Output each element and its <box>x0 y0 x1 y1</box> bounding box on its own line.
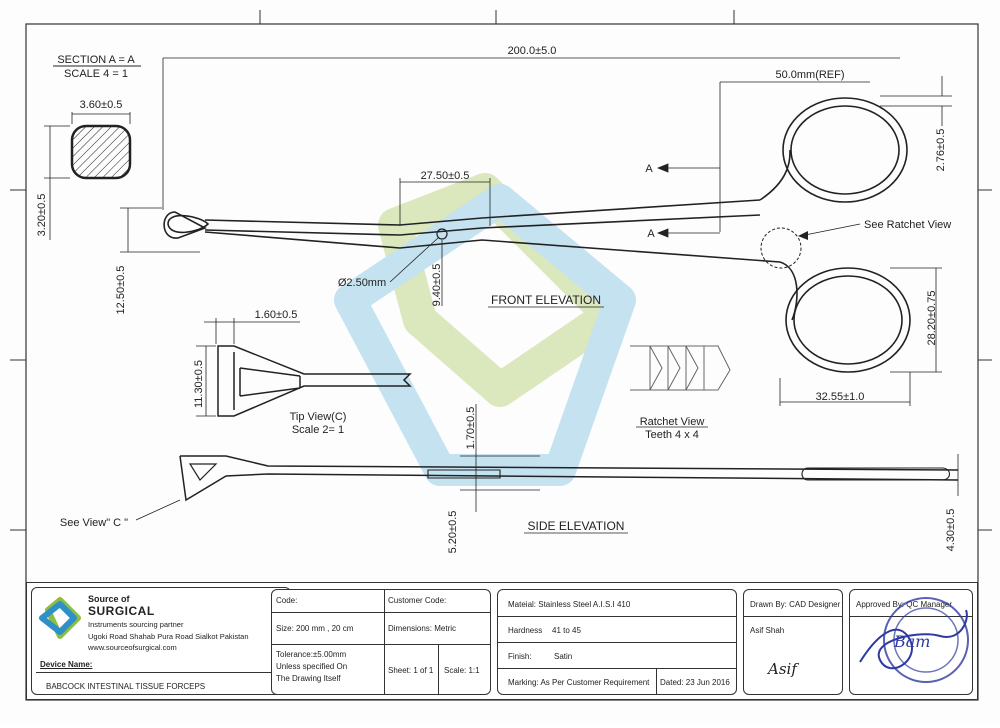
watermark-logo <box>334 173 636 486</box>
section-title: SECTION A = A <box>57 54 135 66</box>
tolerance-line-3: The Drawing Itself <box>276 674 341 683</box>
dim-section-height: 3.20±0.5 <box>36 194 48 237</box>
brand-line-2: SURGICAL <box>88 604 155 618</box>
ratchet-teeth-label: Teeth 4 x 4 <box>645 429 699 441</box>
tip-view-shape <box>217 345 412 417</box>
tip-view-label: Tip View(C) <box>290 411 347 423</box>
ratchet-leader-arrow <box>798 231 808 240</box>
hardness-value: 41 to 45 <box>552 626 581 635</box>
ring-offset-dimension <box>880 76 952 126</box>
section-label-a-bottom: A <box>647 228 655 240</box>
qc-stamp-icon <box>859 597 969 683</box>
see-ratchet-view-label: See Ratchet View <box>864 219 951 231</box>
see-view-c-label: See View" C " <box>60 517 128 529</box>
dim-tip-width: 1.60±0.5 <box>255 309 298 321</box>
side-elevation-title: SIDE ELEVATION <box>528 519 625 533</box>
dim-tip-height-2: 11.30±0.5 <box>193 360 205 408</box>
tip-width-dimension <box>204 318 300 344</box>
material-divider-3 <box>498 668 736 669</box>
material-divider-1 <box>498 616 736 617</box>
drawn-by-label: Drawn By: CAD Designer <box>750 600 841 609</box>
customer-code-label: Customer Code: <box>388 596 447 605</box>
section-shape <box>70 124 132 180</box>
sheet-value: Sheet: 1 of 1 <box>388 666 434 675</box>
ring-dimension-lines <box>779 267 942 406</box>
size-value: Size: 200 mm , 20 cm <box>276 624 354 633</box>
dim-thickness: 1.70±0.5 <box>465 407 477 450</box>
dim-tip-height: 12.50±0.5 <box>115 266 127 315</box>
approved-signature: Bam <box>894 632 931 651</box>
code-label: Code: <box>276 596 298 605</box>
ratchet-view-shape <box>630 345 731 391</box>
tolerance-line-2: Unless specified On <box>276 662 348 671</box>
tip-height-dim-lines <box>196 345 216 417</box>
brand-line-1: Source of <box>88 594 130 604</box>
dim-section-width: 3.60±0.5 <box>80 99 123 111</box>
spec-box: Code: Customer Code: Size: 200 mm , 20 c… <box>271 589 491 695</box>
front-elevation-title: FRONT ELEVATION <box>491 293 601 307</box>
drawing-border <box>25 23 979 701</box>
overall-dimension-lines <box>162 57 900 232</box>
material-box: Mateial: Stainless Steel A.I.S.I 410 Har… <box>497 589 737 695</box>
dated-divider <box>656 668 657 694</box>
finish-value: Satin <box>554 652 573 661</box>
forceps-front-view <box>163 97 911 373</box>
spec-divider-1 <box>272 612 490 613</box>
dim-hole-diameter: Ø2.50mm <box>338 277 386 289</box>
dim-ring-offset: 2.76±0.5 <box>935 129 947 172</box>
hardness-label: Hardness <box>508 626 543 635</box>
dim-side-left: 5.20±0.5 <box>447 511 459 554</box>
dated-value: Dated: 23 Jun 2016 <box>660 678 730 687</box>
side-dimension-lines <box>460 404 959 512</box>
marking-value: Marking: As Per Customer Requirement <box>508 678 650 687</box>
approved-divider <box>850 616 972 617</box>
ratchet-leader <box>799 223 861 237</box>
drawn-by-box: Drawn By: CAD Designer Asif Shah Asif <box>743 589 843 695</box>
tagline: Instruments sourcing partner <box>88 620 184 629</box>
spec-divider-2 <box>272 644 490 645</box>
drawn-divider <box>744 616 842 617</box>
material-value: Mateial: Stainless Steel A.I.S.I 410 <box>508 600 631 609</box>
drawn-by-signature: Asif <box>768 660 797 678</box>
section-label-a-top: A <box>645 163 653 175</box>
dim-pivot: 9.40±0.5 <box>431 264 443 307</box>
device-name: BABCOCK INTESTINAL TISSUE FORCEPS <box>46 682 206 691</box>
tip-height-dimension <box>120 207 200 253</box>
finish-label: Finish: <box>508 652 532 661</box>
dim-reference: 50.0mm(REF) <box>775 69 844 81</box>
address: Ugoki Road Shahab Pura Road Sialkot Paki… <box>88 632 249 641</box>
view-c-leader <box>135 499 181 521</box>
company-logo-icon <box>39 597 81 639</box>
company-box: Source of SURGICAL Instruments sourcing … <box>31 587 291 695</box>
section-arrows <box>656 163 720 238</box>
border-ticks <box>10 10 992 531</box>
website-link[interactable]: www.sourceofsurgical.com <box>88 643 177 652</box>
dim-overall-length: 200.0±5.0 <box>508 45 557 57</box>
dim-ring-height: 28.20±0.75 <box>926 291 938 346</box>
drawn-by-name: Asif Shah <box>750 626 785 635</box>
scale-value: Scale: 1:1 <box>444 666 480 675</box>
dimensions-value: Dimensions: Metric <box>388 624 457 633</box>
jaw-dimension-lines <box>399 178 491 226</box>
ratchet-view-label: Ratchet View <box>640 416 705 428</box>
dim-ring-width: 32.55±1.0 <box>816 391 865 403</box>
device-divider <box>36 672 286 673</box>
hole-leader <box>389 237 439 283</box>
tolerance-line-1: Tolerance:±5.00mm <box>276 650 347 659</box>
material-divider-2 <box>498 642 736 643</box>
title-block: Source of SURGICAL Instruments sourcing … <box>26 582 978 700</box>
spec-divider-v <box>384 590 385 694</box>
sheet-divider <box>438 644 439 694</box>
dim-side-right: 4.30±0.5 <box>945 509 957 552</box>
approved-by-box: Approved By: QC Manager Bam <box>849 589 973 695</box>
dim-jaw-length: 27.50±0.5 <box>421 170 470 182</box>
tip-view-scale: Scale 2= 1 <box>292 424 344 436</box>
device-name-label: Device Name: <box>40 660 93 669</box>
section-dimension-lines <box>44 112 131 240</box>
section-scale: SCALE 4 = 1 <box>64 68 128 80</box>
